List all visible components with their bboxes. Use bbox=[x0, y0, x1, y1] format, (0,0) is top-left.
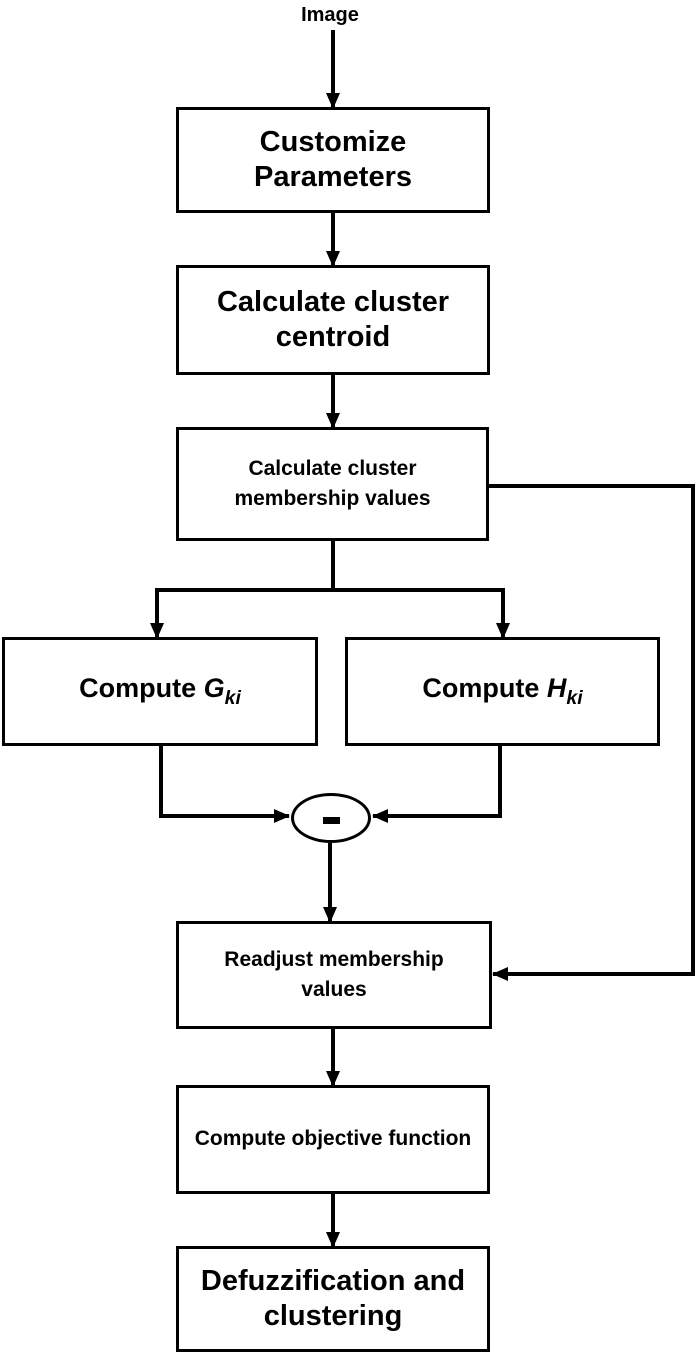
compute-g-box: Compute Gki bbox=[2, 637, 318, 746]
membership-values-box: Calculate cluster membership values bbox=[176, 427, 489, 541]
compute-h-label: Compute Hki bbox=[422, 672, 582, 711]
calculate-centroid-label: Calculate cluster centroid bbox=[216, 285, 450, 353]
arrow-membership-to-compute-g bbox=[150, 540, 335, 639]
minus-icon bbox=[323, 817, 340, 824]
objective-function-label: Compute objective function bbox=[194, 1127, 472, 1151]
calculate-centroid-box: Calculate cluster centroid bbox=[176, 265, 490, 375]
compute-h-box: Compute Hki bbox=[345, 637, 660, 746]
defuzzification-box: Defuzzification and clustering bbox=[176, 1246, 490, 1352]
compute-g-label: Compute Gki bbox=[79, 672, 241, 711]
subtract-operator bbox=[291, 793, 371, 843]
input-label: Image bbox=[301, 4, 359, 26]
compute-h-subscript: ki bbox=[566, 687, 583, 710]
compute-g-variable: G bbox=[203, 673, 225, 704]
readjust-membership-box: Readjust membership values bbox=[176, 921, 492, 1029]
arrow-compute-g-to-subtract bbox=[159, 744, 290, 823]
customize-parameters-label: Customize Parameters bbox=[254, 125, 412, 193]
compute-h-variable: H bbox=[546, 673, 567, 704]
compute-g-prefix: Compute bbox=[79, 673, 204, 704]
membership-values-label: Calculate cluster membership values bbox=[234, 456, 431, 510]
arrow-compute-h-to-subtract bbox=[372, 744, 502, 823]
readjust-membership-label: Readjust membership values bbox=[224, 947, 444, 1001]
compute-h-prefix: Compute bbox=[422, 673, 547, 704]
arrow-membership-to-compute-h bbox=[333, 588, 510, 639]
compute-g-subscript: ki bbox=[224, 687, 241, 710]
defuzzification-label: Defuzzification and clustering bbox=[200, 1264, 466, 1332]
arrow-membership-bypass-to-readjust bbox=[487, 484, 695, 981]
objective-function-box: Compute objective function bbox=[176, 1085, 490, 1194]
customize-parameters-box: Customize Parameters bbox=[176, 107, 490, 213]
